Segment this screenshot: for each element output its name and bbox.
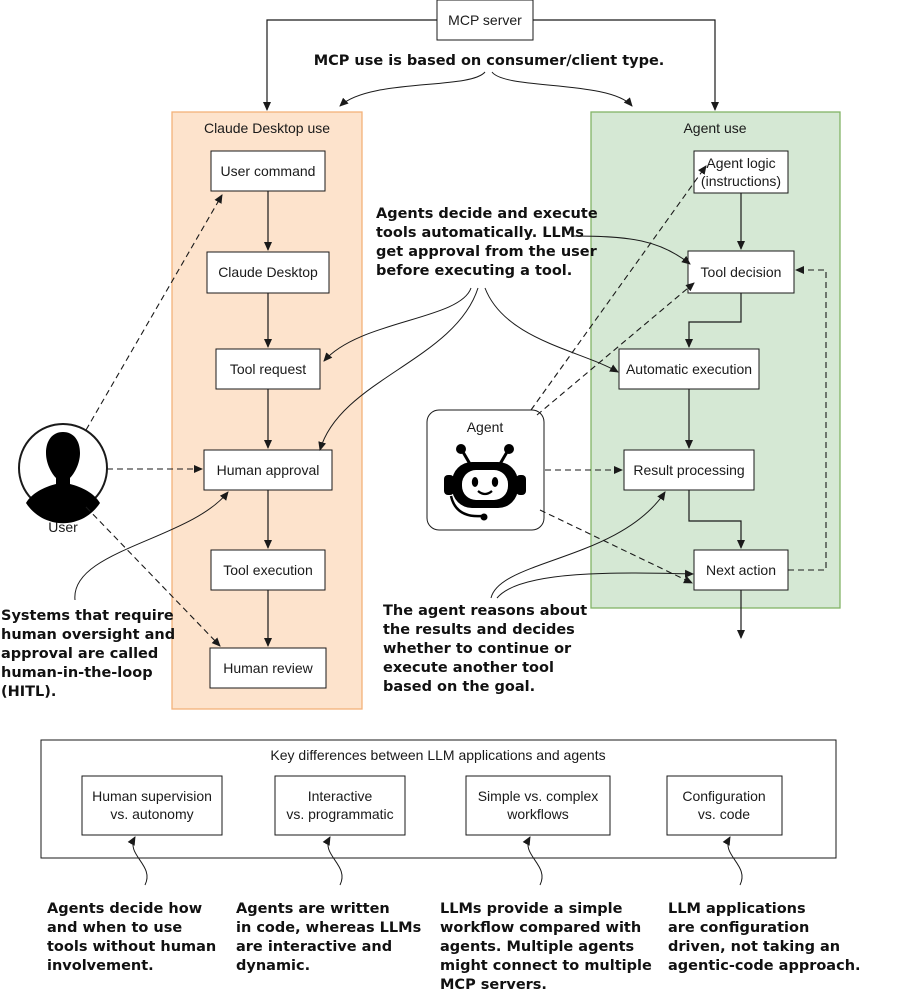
svg-text:before executing a tool.: before executing a tool.: [376, 263, 572, 279]
claude-desktop-panel: [171, 111, 363, 710]
diff-note-1: Agents decide how and when to use tools …: [47, 901, 216, 974]
agent-label: Agent: [467, 419, 504, 435]
user-avatar: [18, 423, 108, 524]
svg-text:Human supervision: Human supervision: [92, 788, 212, 804]
svg-text:approval are called: approval are called: [1, 646, 158, 662]
step-tool-decision: Tool decision: [687, 250, 795, 294]
step-result-processing-label: Result processing: [633, 462, 744, 478]
svg-text:agents. Multiple agents: agents. Multiple agents: [440, 939, 634, 955]
svg-text:are configuration: are configuration: [668, 920, 809, 936]
svg-text:tools without human: tools without human: [47, 939, 216, 955]
agent-panel-title: Agent use: [683, 120, 746, 136]
svg-text:Simple vs. complex: Simple vs. complex: [478, 788, 599, 804]
mcp-server-box: MCP server: [436, 0, 534, 41]
step-automatic-execution-label: Automatic execution: [626, 361, 752, 377]
step-result-processing: Result processing: [623, 449, 755, 491]
svg-text:and when to use: and when to use: [47, 920, 182, 936]
step-user-command: User command: [210, 150, 326, 192]
svg-text:MCP servers.: MCP servers.: [440, 977, 547, 993]
svg-text:(HITL).: (HITL).: [1, 684, 56, 700]
mcp-server-label: MCP server: [448, 12, 522, 28]
step-tool-execution-label: Tool execution: [223, 562, 313, 578]
step-human-review: Human review: [209, 647, 327, 689]
svg-text:might connect to multiple: might connect to multiple: [440, 958, 652, 974]
mcp-to-agent-line: [533, 19, 719, 111]
svg-text:workflow compared with: workflow compared with: [440, 920, 641, 936]
svg-text:human oversight and: human oversight and: [1, 627, 175, 643]
diff-note-4: LLM applications are configuration drive…: [668, 901, 861, 974]
step-human-review-label: Human review: [223, 660, 313, 676]
svg-text:execute another tool: execute another tool: [383, 660, 554, 676]
diff-simple-complex: Simple vs. complex workflows: [465, 775, 611, 836]
note-hitl: Systems that require human oversight and…: [1, 608, 175, 700]
svg-text:get approval from the user: get approval from the user: [376, 244, 598, 260]
svg-text:involvement.: involvement.: [47, 958, 154, 974]
step-human-approval-label: Human approval: [217, 462, 320, 478]
svg-text:dynamic.: dynamic.: [236, 958, 310, 974]
svg-text:vs. programmatic: vs. programmatic: [286, 806, 393, 822]
key-differences-title: Key differences between LLM applications…: [270, 747, 605, 763]
user-label: User: [48, 519, 78, 535]
note-reasons: The agent reasons about the results and …: [383, 603, 587, 695]
svg-text:based on the goal.: based on the goal.: [383, 679, 535, 695]
step-next-action: Next action: [693, 549, 789, 591]
svg-text:vs. autonomy: vs. autonomy: [110, 806, 193, 822]
svg-text:Configuration: Configuration: [682, 788, 765, 804]
diff-human-supervision: Human supervision vs. autonomy: [81, 775, 223, 836]
svg-text:agentic-code approach.: agentic-code approach.: [668, 958, 861, 974]
diff-configuration-code: Configuration vs. code: [666, 775, 783, 836]
agent-dashed-arrows: [530, 165, 707, 584]
step-agent-logic: Agent logic (instructions): [693, 150, 789, 194]
step-claude-desktop: Claude Desktop: [206, 251, 330, 294]
svg-text:Agents are written: Agents are written: [236, 901, 390, 917]
diff-interactive-programmatic: Interactive vs. programmatic: [274, 775, 406, 836]
svg-text:the results and decides: the results and decides: [383, 622, 575, 638]
step-next-action-label: Next action: [706, 562, 776, 578]
robot-icon: [444, 444, 526, 521]
user-dashed-arrows: [85, 194, 223, 647]
svg-text:Agents decide how: Agents decide how: [47, 901, 202, 917]
step-claude-desktop-label: Claude Desktop: [218, 264, 318, 280]
svg-text:The agent reasons about: The agent reasons about: [383, 603, 587, 619]
svg-text:human-in-the-loop: human-in-the-loop: [1, 665, 153, 681]
difference-curves: [127, 836, 743, 886]
svg-text:Systems that require: Systems that require: [1, 608, 174, 624]
agent-logic-line1: Agent logic: [706, 155, 775, 171]
step-tool-execution: Tool execution: [210, 549, 326, 591]
svg-text:LLM applications: LLM applications: [668, 901, 806, 917]
diff-note-2: Agents are written in code, whereas LLMs…: [236, 901, 421, 974]
step-automatic-execution: Automatic execution: [618, 348, 760, 390]
mcp-note: MCP use is based on consumer/client type…: [314, 53, 665, 69]
agents-decide-curves: [318, 235, 691, 451]
step-tool-request-label: Tool request: [230, 361, 306, 377]
svg-text:tools automatically. LLMs: tools automatically. LLMs: [376, 225, 584, 241]
step-tool-decision-label: Tool decision: [701, 264, 782, 280]
svg-text:workflows: workflows: [506, 806, 568, 822]
agent-logic-line2: (instructions): [701, 173, 781, 189]
svg-text:LLMs provide a simple: LLMs provide a simple: [440, 901, 623, 917]
mcp-note-curve-right: [491, 71, 633, 107]
agent-flow-arrows: [685, 193, 745, 639]
hitl-curve: [74, 491, 229, 601]
svg-text:Agents decide and execute: Agents decide and execute: [376, 206, 598, 222]
reasons-curves: [490, 491, 694, 599]
svg-text:vs. code: vs. code: [698, 806, 750, 822]
agent-robot: Agent: [426, 409, 545, 531]
claude-panel-title: Claude Desktop use: [204, 120, 330, 136]
note-agents-decide: Agents decide and execute tools automati…: [376, 206, 598, 279]
step-human-approval: Human approval: [203, 449, 333, 491]
loop-back-dashed: [788, 266, 827, 571]
step-tool-request: Tool request: [215, 348, 321, 390]
step-user-command-label: User command: [221, 163, 316, 179]
svg-text:are interactive and: are interactive and: [236, 939, 392, 955]
diff-note-3: LLMs provide a simple workflow compared …: [440, 901, 652, 993]
svg-text:Interactive: Interactive: [308, 788, 373, 804]
svg-text:driven, not taking an: driven, not taking an: [668, 939, 840, 955]
mcp-to-claude-line: [263, 19, 437, 111]
svg-text:whether to continue or: whether to continue or: [383, 641, 572, 657]
mcp-note-curve-left: [339, 71, 486, 107]
svg-text:in code, whereas LLMs: in code, whereas LLMs: [236, 920, 421, 936]
